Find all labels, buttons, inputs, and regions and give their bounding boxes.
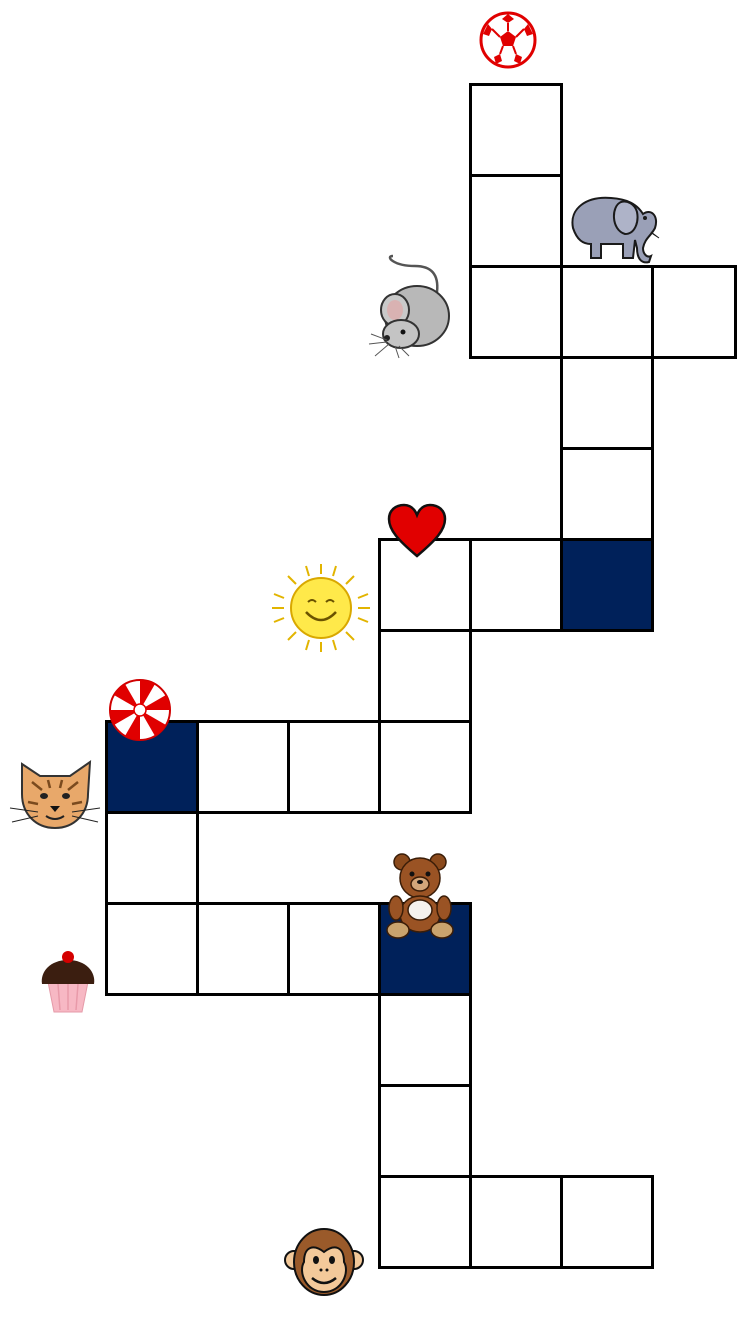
answer-cell[interactable] bbox=[196, 902, 290, 996]
teddy-bear-icon bbox=[384, 852, 456, 940]
answer-cell[interactable] bbox=[196, 720, 290, 814]
answer-cell[interactable] bbox=[105, 811, 199, 905]
shaded-cell bbox=[560, 538, 654, 632]
answer-cell[interactable] bbox=[651, 265, 737, 359]
soccer-ball-icon bbox=[478, 10, 538, 70]
answer-cell[interactable] bbox=[560, 265, 654, 359]
answer-cell[interactable] bbox=[105, 902, 199, 996]
answer-cell[interactable] bbox=[378, 720, 472, 814]
answer-cell[interactable] bbox=[378, 1175, 472, 1269]
answer-cell[interactable] bbox=[469, 83, 563, 177]
answer-cell[interactable] bbox=[378, 629, 472, 723]
answer-cell[interactable] bbox=[469, 538, 563, 632]
answer-cell[interactable] bbox=[469, 174, 563, 268]
answer-cell[interactable] bbox=[378, 1084, 472, 1178]
peppermint-candy-icon bbox=[108, 678, 172, 742]
heart-icon bbox=[386, 502, 448, 560]
answer-cell[interactable] bbox=[469, 1175, 563, 1269]
answer-cell[interactable] bbox=[560, 447, 654, 541]
answer-cell[interactable] bbox=[287, 720, 381, 814]
cupcake-icon bbox=[38, 948, 98, 1014]
answer-cell[interactable] bbox=[469, 265, 563, 359]
sun-icon bbox=[268, 562, 374, 654]
mouse-icon bbox=[365, 252, 455, 362]
answer-cell[interactable] bbox=[560, 1175, 654, 1269]
monkey-icon bbox=[284, 1226, 364, 1298]
elephant-icon bbox=[563, 188, 661, 264]
answer-cell[interactable] bbox=[287, 902, 381, 996]
answer-cell[interactable] bbox=[378, 993, 472, 1087]
cat-icon bbox=[8, 758, 102, 832]
answer-cell[interactable] bbox=[560, 356, 654, 450]
